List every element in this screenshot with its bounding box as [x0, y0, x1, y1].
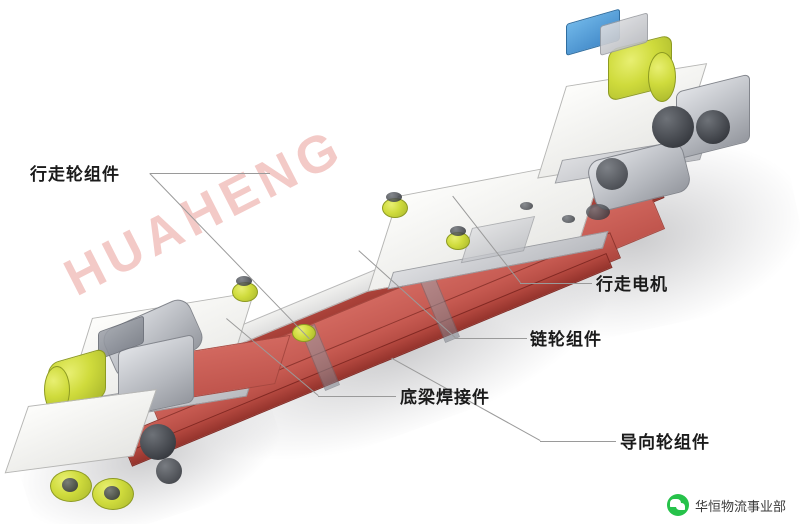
- leader-line-bottom-beam: [318, 396, 396, 397]
- wechat-icon: [666, 494, 689, 516]
- leader-line-traveling-motor: [520, 283, 592, 284]
- platform-bolt-1: [520, 202, 533, 210]
- beam-roller-bracket-3: [450, 226, 466, 236]
- callout-traveling-wheel-assembly: 行走轮组件: [30, 165, 120, 184]
- beam-roller-bracket-2: [386, 192, 402, 202]
- left-gearbox-hub: [140, 424, 176, 460]
- leader-line-guide-wheel: [540, 441, 616, 442]
- right-gearbox-hub: [696, 110, 730, 144]
- guide-wheel-hub-right: [104, 486, 120, 500]
- right-guide-wheel-1: [586, 204, 610, 220]
- platform-bolt-2: [562, 215, 575, 223]
- right-drive-wheel: [652, 106, 694, 148]
- brand-name: 华恒物流事业部: [694, 498, 786, 514]
- leader-line-traveling-wheel: [150, 173, 270, 174]
- right-motor-fan: [596, 158, 628, 190]
- beam-roller-bracket-1: [236, 276, 252, 286]
- callout-bottom-beam-weldment: 底梁焊接件: [400, 388, 490, 407]
- callout-traveling-motor: 行走电机: [596, 275, 668, 294]
- brand-footer: 华恒物流事业部: [666, 494, 786, 516]
- callout-sprocket-assembly: 链轮组件: [530, 330, 602, 349]
- leader-line-sprocket: [455, 338, 527, 339]
- guide-wheel-hub-left: [62, 478, 78, 492]
- callout-guide-wheel-assembly: 导向轮组件: [620, 433, 710, 452]
- left-side-roller: [156, 458, 182, 484]
- right-sprocket-face: [648, 52, 676, 102]
